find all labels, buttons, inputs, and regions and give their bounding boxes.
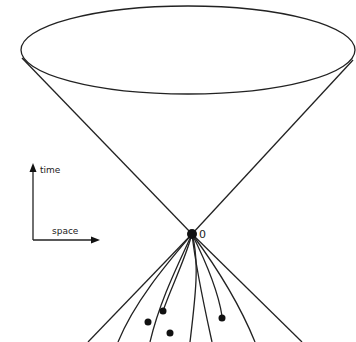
particle-dot <box>219 315 226 322</box>
worldline <box>190 234 196 342</box>
particle-dot <box>167 330 174 337</box>
event-label: 0 <box>199 229 206 240</box>
particle-dot <box>160 308 167 315</box>
axis-label: time <box>40 166 60 175</box>
event-point <box>187 229 197 239</box>
past-cone-edge <box>192 234 302 342</box>
cone-rim <box>21 6 355 94</box>
cone-edge <box>22 58 192 234</box>
arrowhead <box>30 163 37 172</box>
worldline <box>118 234 192 342</box>
space-axis <box>33 239 95 240</box>
time-axis <box>32 168 33 240</box>
worldline <box>163 234 192 311</box>
particle-dot <box>145 319 152 326</box>
axis-label: space <box>52 227 78 236</box>
cone-edge <box>192 60 353 234</box>
worldline <box>150 234 192 342</box>
arrowhead <box>91 237 100 244</box>
worldline <box>192 234 255 342</box>
past-cone-edge <box>88 234 192 342</box>
